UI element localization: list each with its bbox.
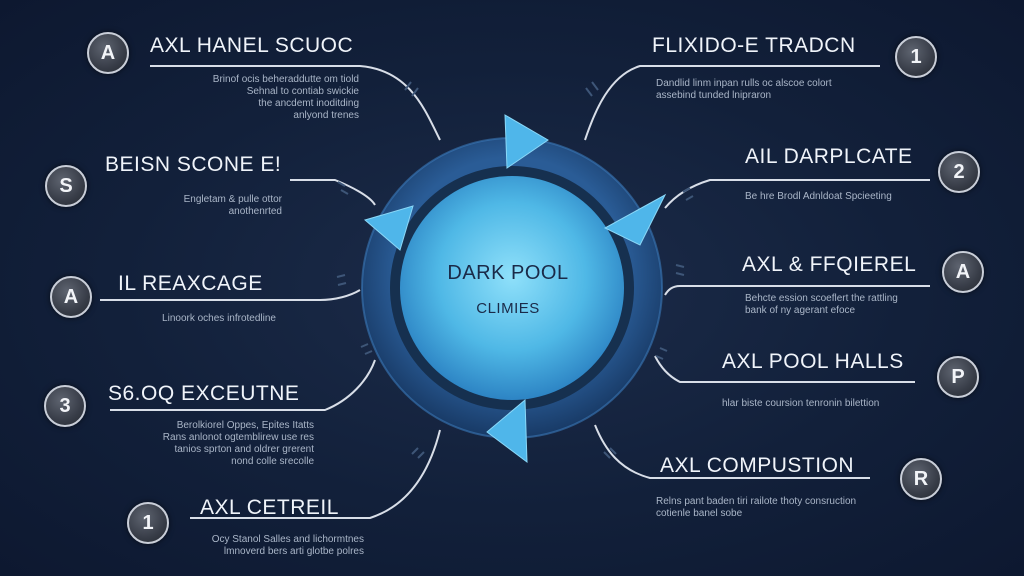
left-item-3-title: IL REAXCAGE [118,272,263,295]
right-item-3-badge: A [942,251,984,293]
connector-left-4 [110,359,376,411]
left-item-5-badge: 1 [127,502,169,544]
connector-left-2 [290,179,376,206]
left-item-1-badge: A [87,32,129,74]
cycle-arrow-left [363,205,414,251]
right-item-4-badge: P [937,356,979,398]
right-item-5-badge: R [900,458,942,500]
right-item-1-badge: 1 [895,36,937,78]
left-item-4-badge: 3 [44,385,86,427]
cycle-arrow-right [603,193,667,246]
right-item-1-desc: Dandlid linm inpan rulls oc alscoe color… [656,78,832,101]
left-item-1-title: AXL HANEL SCUOC [150,34,354,57]
cycle-arrows [363,114,667,464]
center-title: DARK POOL [447,262,569,284]
decorative-chevrons [336,81,694,459]
right-item-4-desc: hlar biste coursion tenronin bilettion [722,398,880,409]
right-item-2-desc: Be hre Brodl Adnldoat Spcieeting [745,191,892,202]
connector-right-3 [664,285,930,296]
right-item-1-title: FLIXIDO-E TRADCN [652,34,856,57]
cycle-arrow-top [504,114,549,169]
cycle-core [400,176,624,400]
right-item-5-desc: Relns pant baden tiri railote thoty cons… [656,496,857,519]
right-item-2-badge: 2 [938,151,980,193]
right-item-5-title: AXL COMPUSTION [660,454,855,477]
cycle-arrow-bottom [486,398,528,464]
left-item-3-desc: Linoork oches infrotedline [162,313,276,324]
connector-left-3 [100,289,361,301]
right-item-3-title: AXL & FFQIEREL [742,253,917,276]
connector-left-5 [190,429,441,519]
center-subtitle: CLIMIES [476,300,540,317]
connector-left-1 [150,65,441,141]
right-item-4-title: AXL POOL HALLS [722,350,904,373]
left-item-2-badge: S [45,165,87,207]
connector-right-1 [584,65,880,141]
right-item-2-title: AIL DARPLCATE [745,145,913,168]
left-item-3-badge: A [50,276,92,318]
left-item-2-title: BEISN SCONE E! [105,153,282,176]
left-item-5-title: AXL CETREIL [200,496,339,519]
connector-right-4 [654,355,915,383]
left-item-4-title: S6.OQ EXCEUTNE [108,382,300,405]
connector-right-5 [594,424,870,479]
